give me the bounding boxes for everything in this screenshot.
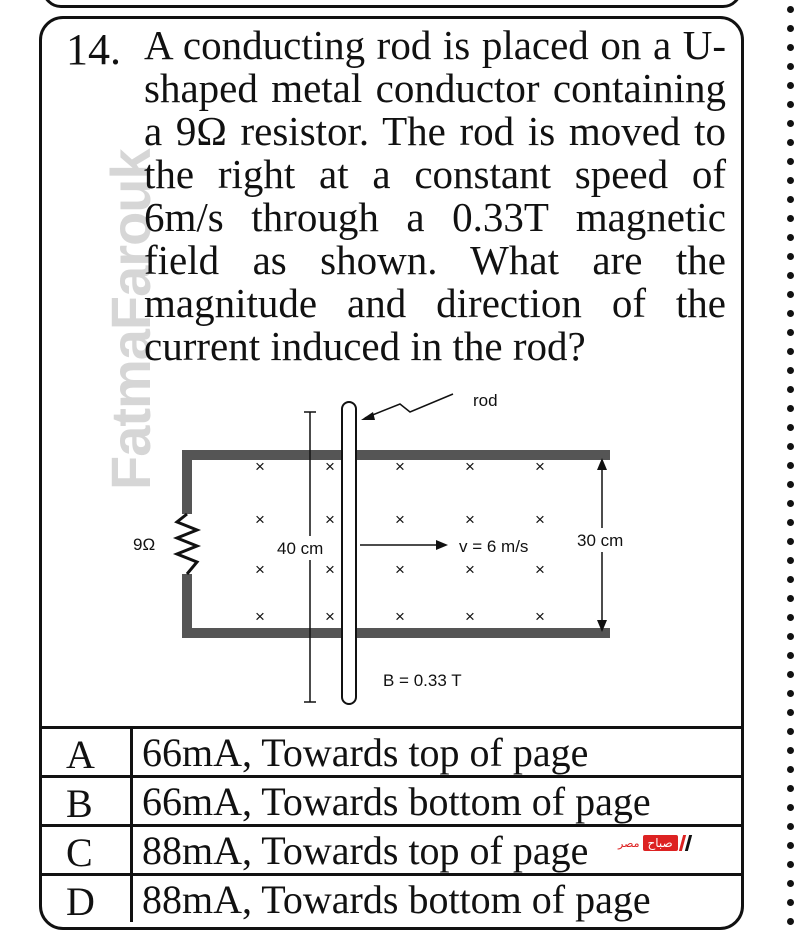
resistor-label: 9Ω — [133, 535, 155, 554]
field-cross: × — [465, 510, 475, 529]
answer-options: A 66mA, Towards top of page B 66mA, Towa… — [42, 726, 744, 924]
field-cross: × — [255, 607, 265, 626]
option-row[interactable]: B 66mA, Towards bottom of page — [42, 775, 744, 826]
option-letter: B — [66, 781, 93, 826]
option-row[interactable]: C 88mA, Towards top of page — [42, 824, 744, 875]
field-cross: × — [255, 560, 265, 579]
bottom-rail — [182, 628, 610, 638]
rod-length-label: 40 cm — [277, 539, 323, 558]
height-label: 30 cm — [577, 531, 623, 550]
top-rail — [182, 450, 610, 460]
previous-question-card — [42, 0, 742, 8]
field-cross: × — [395, 607, 405, 626]
option-letter: C — [66, 830, 93, 875]
option-letter: D — [66, 879, 95, 924]
conducting-rod — [341, 401, 357, 705]
option-row[interactable]: A 66mA, Towards top of page — [42, 726, 744, 777]
resistor-symbol — [172, 512, 202, 575]
field-cross: × — [465, 607, 475, 626]
field-cross: × — [325, 607, 335, 626]
logo-box-text: صباح — [642, 835, 678, 851]
field-cross: × — [465, 560, 475, 579]
field-cross: × — [395, 510, 405, 529]
field-cross: × — [255, 457, 265, 476]
field-cross: × — [535, 457, 545, 476]
field-cross: × — [325, 560, 335, 579]
option-text: 88mA, Towards top of page — [142, 828, 589, 873]
field-cross: × — [465, 457, 475, 476]
velocity-label: v = 6 m/s — [459, 537, 528, 556]
circuit-diagram: 9Ω × × × × × × × × × × × × × × × × × × × × rod 40 cm v = 6 … — [133, 391, 645, 705]
option-text: 66mA, Towards bottom of page — [142, 779, 651, 824]
field-cross: × — [325, 510, 335, 529]
field-cross: × — [395, 457, 405, 476]
rod-label: rod — [473, 391, 498, 410]
field-cross: × — [535, 560, 545, 579]
option-text: 88mA, Towards bottom of page — [142, 877, 651, 922]
logo-side-text: مصر — [618, 836, 640, 850]
left-rail-upper — [182, 450, 192, 514]
field-cross: × — [535, 607, 545, 626]
option-text: 66mA, Towards top of page — [142, 730, 589, 775]
field-cross: × — [395, 560, 405, 579]
field-cross: × — [325, 457, 335, 476]
option-letter: A — [66, 732, 95, 777]
field-label: B = 0.33 T — [383, 671, 462, 690]
question-number: 14. — [66, 25, 121, 74]
rod-pointer — [364, 393, 454, 419]
magnetic-field-crosses: × × × × × × × × × × × × × × × × × × × × — [255, 457, 545, 626]
site-logo: مصر صباح — [618, 832, 692, 854]
field-cross: × — [535, 510, 545, 529]
left-rail-lower — [182, 574, 192, 638]
question-text: A conducting rod is placed on a U-shaped… — [144, 22, 726, 369]
question-card — [39, 16, 744, 930]
field-cross: × — [255, 510, 265, 529]
dotted-margin — [784, 0, 796, 933]
rod-pointer-arrowhead — [361, 412, 375, 420]
option-row[interactable]: D 88mA, Towards bottom of page — [42, 873, 744, 924]
velocity-arrowhead — [436, 540, 448, 550]
